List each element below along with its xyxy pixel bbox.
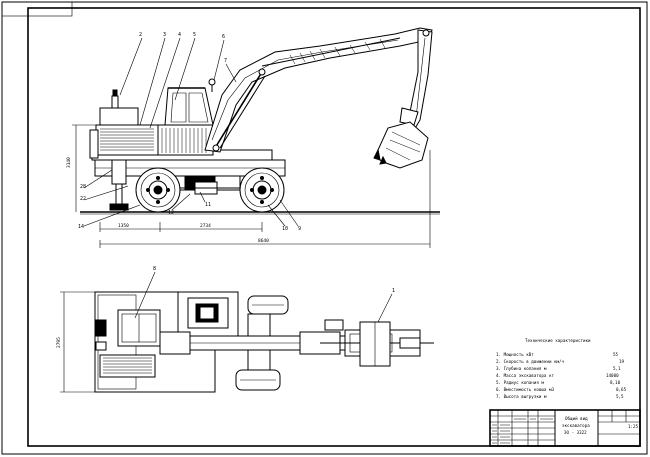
plan-view-excavator [60, 271, 434, 393]
spec-value-5: 8,10 [610, 380, 621, 385]
dimension-lines [72, 124, 431, 248]
leader-lines [83, 37, 299, 227]
callout-22: 22 [80, 196, 86, 202]
callout-6: 6 [222, 34, 225, 40]
callout-3: 3 [163, 32, 166, 38]
callout-28: 28 [80, 184, 86, 190]
title-block-text: Общий вид экскаватора ЭО - 3322 1:25 [562, 416, 639, 435]
spec-value-4: 14000 [606, 373, 619, 378]
specifications-table: Технические характеристики 1. Мощность к… [496, 338, 627, 399]
callout-10: 10 [282, 226, 288, 232]
callout-5: 5 [193, 32, 196, 38]
callout-11: 11 [205, 202, 211, 208]
spec-value-2: 19 [619, 359, 625, 364]
rear-wheel [239, 167, 285, 213]
title-block [489, 409, 641, 447]
spec-value-3: 5,1 [613, 366, 621, 371]
stamp-title-line-3: ЭО - 3322 [564, 430, 587, 435]
side-view-excavator [72, 27, 440, 248]
spec-label-5: 5. Радиус копания м [496, 380, 544, 385]
spec-value-7: 5,5 [616, 394, 624, 399]
specs-title: Технические характеристики [525, 338, 591, 343]
plan-view-labels: 8 1 2795 [56, 266, 395, 348]
dim-overall: 8640 [258, 238, 269, 244]
dim-wheelbase: 2734 [200, 223, 211, 229]
callout-7: 7 [224, 58, 227, 64]
callout-9: 9 [298, 226, 301, 232]
spec-label-2: 2. Скорость в движении км/ч [496, 359, 565, 364]
callout-12: 12 [168, 210, 174, 216]
spec-label-3: 3. Глубина копания м [496, 366, 547, 371]
front-wheel [135, 167, 181, 213]
callout-1: 1 [392, 288, 395, 294]
spec-value-1: 55 [613, 352, 619, 357]
spec-value-6: 0,65 [616, 387, 627, 392]
callout-2: 2 [139, 32, 142, 38]
callout-4: 4 [178, 32, 181, 38]
side-view-callouts: 2 3 4 5 6 7 28 22 14 12 11 10 9 [78, 32, 301, 232]
stamp-title-line-1: Общий вид [565, 416, 588, 421]
callout-8: 8 [153, 266, 156, 272]
spec-label-7: 7. Высота выгрузки м [496, 394, 547, 399]
dim-left: 1350 [118, 223, 129, 229]
stamp-scale: 1:25 [628, 424, 639, 429]
dim-plan-width: 2795 [56, 337, 62, 348]
spec-label-6: 6. Вместимость ковша м3 [496, 387, 554, 392]
spec-label-4: 4. Масса экскаватора кг [496, 373, 554, 378]
callout-14: 14 [78, 224, 84, 230]
dimension-labels: 3140 1350 2734 8640 [66, 157, 269, 244]
stamp-title-line-2: экскаватора [562, 423, 590, 428]
dim-height: 3140 [66, 157, 72, 168]
spec-label-1: 1. Мощность кВт [496, 352, 534, 357]
